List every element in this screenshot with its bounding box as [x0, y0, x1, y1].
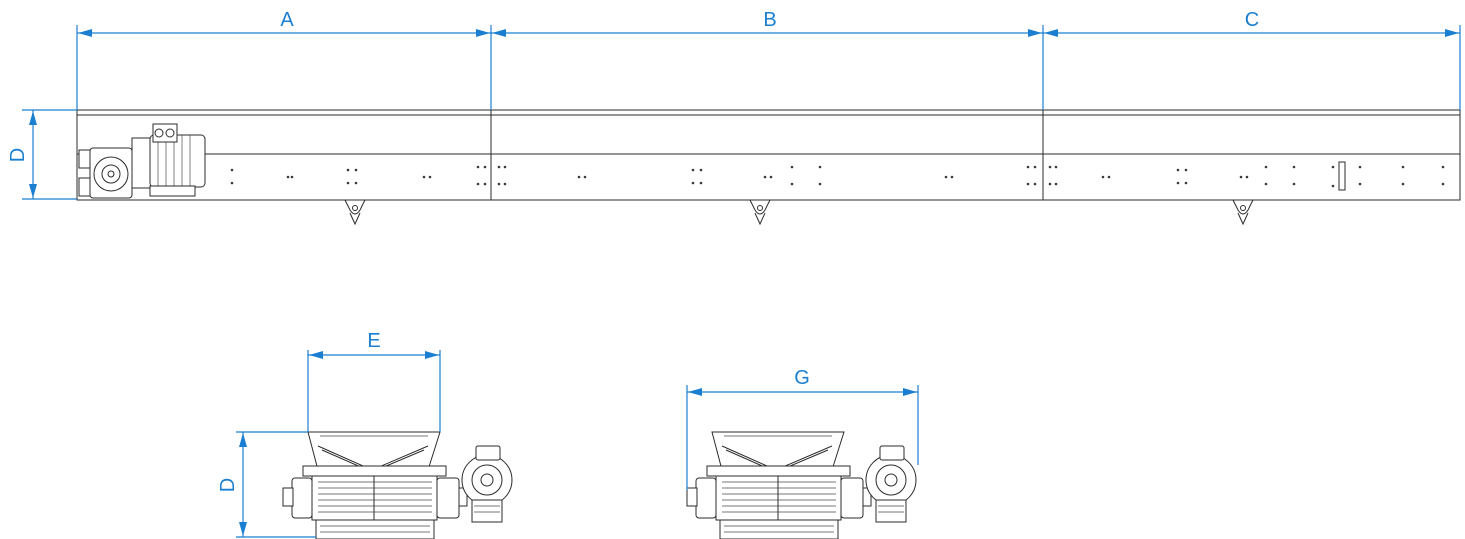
bolt-hole: [1245, 175, 1249, 179]
bolt-hole: [497, 182, 501, 186]
dimension-label-e: E: [367, 330, 380, 352]
bolt-hole: [483, 165, 487, 169]
bolt-hole: [1176, 181, 1180, 185]
bolt-hole: [1026, 165, 1030, 169]
bolt-hole: [483, 182, 487, 186]
bolt-hole: [1184, 168, 1188, 172]
bolt-hole: [354, 181, 358, 185]
end-view-right: [686, 431, 917, 539]
bolt-hole: [790, 182, 794, 186]
bolt-hole: [1264, 165, 1268, 169]
bolt-hole: [1033, 182, 1037, 186]
bolt-hole: [476, 182, 480, 186]
bolt-hole: [577, 175, 581, 179]
bolt-hole: [699, 181, 703, 185]
bolt-hole: [346, 181, 350, 185]
bolt-hole: [354, 168, 358, 172]
bolt-hole: [1292, 182, 1296, 186]
bolt-hole: [699, 168, 703, 172]
tension-slot: [1338, 161, 1346, 191]
dimension-label-g: G: [794, 367, 810, 389]
bolt-hole: [428, 175, 432, 179]
bolt-hole: [497, 165, 501, 169]
bolt-hole: [1292, 165, 1296, 169]
bolt-hole: [1441, 182, 1445, 186]
bolt-hole: [1176, 168, 1180, 172]
bolt-hole: [691, 168, 695, 172]
bolt-hole: [1054, 182, 1058, 186]
dimension-label-c: C: [1245, 9, 1259, 31]
bolt-hole: [583, 175, 587, 179]
bolt-hole: [1054, 165, 1058, 169]
bolt-hole: [1401, 165, 1405, 169]
bolt-hole: [1331, 165, 1335, 169]
bolt-hole: [944, 175, 948, 179]
drive-motor: [78, 123, 206, 199]
bolt-hole: [691, 181, 695, 185]
bolt-hole: [818, 182, 822, 186]
bolt-hole: [1101, 175, 1105, 179]
bolt-hole: [503, 165, 507, 169]
dimension-label-a: A: [280, 9, 294, 31]
bolt-hole: [1331, 184, 1335, 188]
bolt-hole: [769, 175, 773, 179]
bolt-hole: [1033, 165, 1037, 169]
bolt-hole: [790, 165, 794, 169]
bolt-holes: [230, 165, 1445, 188]
conveyor-frame: [76, 109, 1461, 201]
bolt-hole: [818, 165, 822, 169]
dimension-label-d-end: D: [217, 478, 239, 492]
bolt-hole: [290, 175, 294, 179]
bolt-hole: [1184, 181, 1188, 185]
bolt-hole: [503, 182, 507, 186]
bolt-hole: [763, 175, 767, 179]
bolt-hole: [422, 175, 426, 179]
bolt-hole: [230, 168, 234, 172]
bolt-hole: [346, 168, 350, 172]
dimension-label-d-side: D: [7, 148, 29, 162]
bolt-hole: [950, 175, 954, 179]
bolt-hole: [1026, 182, 1030, 186]
bolt-hole: [476, 165, 480, 169]
bolt-hole: [286, 175, 290, 179]
bolt-hole: [1107, 175, 1111, 179]
end-view-left-dimensions: E D: [217, 330, 441, 538]
side-view: [76, 109, 1461, 226]
side-view-dimensions: A B C D: [7, 9, 1461, 200]
bolt-hole: [1048, 165, 1052, 169]
bolt-hole: [1441, 165, 1445, 169]
end-view-left: [282, 431, 513, 539]
bolt-hole: [230, 181, 234, 185]
bolt-hole: [1239, 175, 1243, 179]
support-feet: [344, 199, 1254, 226]
dimension-label-b: B: [763, 9, 776, 31]
bolt-hole: [1358, 165, 1362, 169]
bolt-hole: [1358, 182, 1362, 186]
bolt-hole: [1264, 182, 1268, 186]
bolt-hole: [1048, 182, 1052, 186]
end-view-right-dimensions: G: [686, 367, 919, 490]
bolt-hole: [1401, 182, 1405, 186]
